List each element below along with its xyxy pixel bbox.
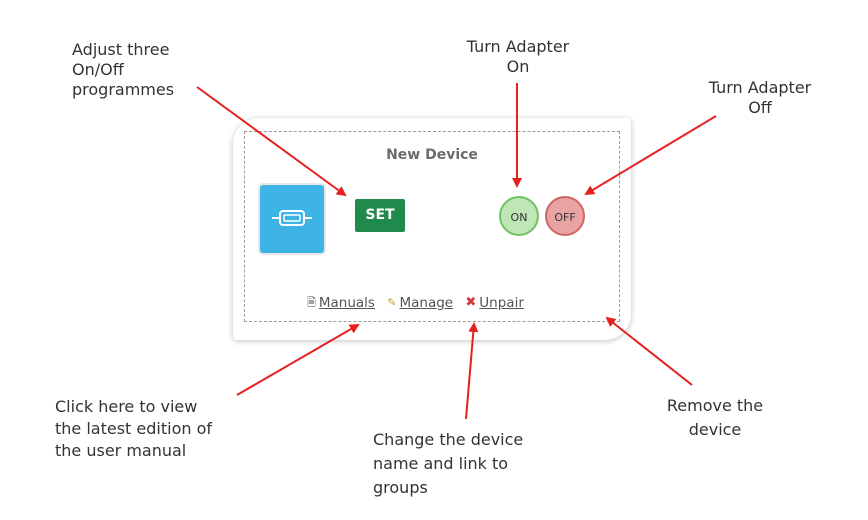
- annotation-line: groups: [373, 478, 428, 497]
- manage-link-label[interactable]: Manage: [399, 295, 454, 311]
- document-icon: 🗎: [307, 296, 316, 309]
- annotation-line: name and link to: [373, 454, 509, 473]
- manuals-link[interactable]: 🗎Manuals: [307, 294, 375, 313]
- annotation-line: On: [506, 57, 530, 76]
- manuals-link-label[interactable]: Manuals: [318, 295, 375, 311]
- unpair-link[interactable]: ✖Unpair: [465, 295, 524, 311]
- pencil-icon: ✎: [387, 296, 397, 309]
- annotation-unpair: Remove the device: [640, 394, 790, 442]
- annotation-line: On/Off: [72, 60, 124, 79]
- annotation-line: Change the device: [373, 430, 524, 449]
- annotation-line: programmes: [72, 80, 175, 99]
- device-card: New Device SET ON OFF 🗎Manuals ✎Manage: [233, 118, 631, 340]
- annotation-line: Turn Adapter: [708, 78, 812, 97]
- turn-on-button[interactable]: ON: [499, 196, 539, 236]
- adapter-plug-icon: [260, 185, 324, 253]
- annotation-line: device: [688, 420, 742, 439]
- manage-link[interactable]: ✎Manage: [387, 295, 453, 311]
- device-card-border: New Device SET ON OFF 🗎Manuals ✎Manage: [244, 131, 620, 322]
- device-links: 🗎Manuals ✎Manage ✖Unpair: [307, 294, 532, 313]
- turn-off-button[interactable]: OFF: [545, 196, 585, 236]
- unpair-link-label[interactable]: Unpair: [479, 295, 524, 311]
- annotation-line: the latest edition of: [55, 419, 213, 438]
- annotation-manage: Change the device name and link to group…: [373, 428, 523, 500]
- annotation-line: Off: [748, 98, 772, 117]
- device-title: New Device: [386, 147, 478, 163]
- annotation-turn-off: Turn Adapter Off: [685, 78, 835, 118]
- annotation-adjust-programmes: Adjust three On/Off programmes: [72, 40, 174, 100]
- annotation-line: Turn Adapter: [466, 37, 570, 56]
- close-x-icon: ✖: [465, 295, 477, 310]
- set-programmes-button[interactable]: SET: [355, 199, 405, 232]
- annotation-line: Adjust three: [72, 40, 170, 59]
- annotation-turn-on: Turn Adapter On: [443, 37, 593, 77]
- annotation-line: the user manual: [55, 441, 187, 460]
- annotation-line: Click here to view: [55, 397, 198, 416]
- adapter-plug-icon-graphic: [272, 210, 312, 226]
- annotation-manuals: Click here to view the latest edition of…: [55, 396, 212, 462]
- annotation-line: Remove the: [666, 396, 764, 415]
